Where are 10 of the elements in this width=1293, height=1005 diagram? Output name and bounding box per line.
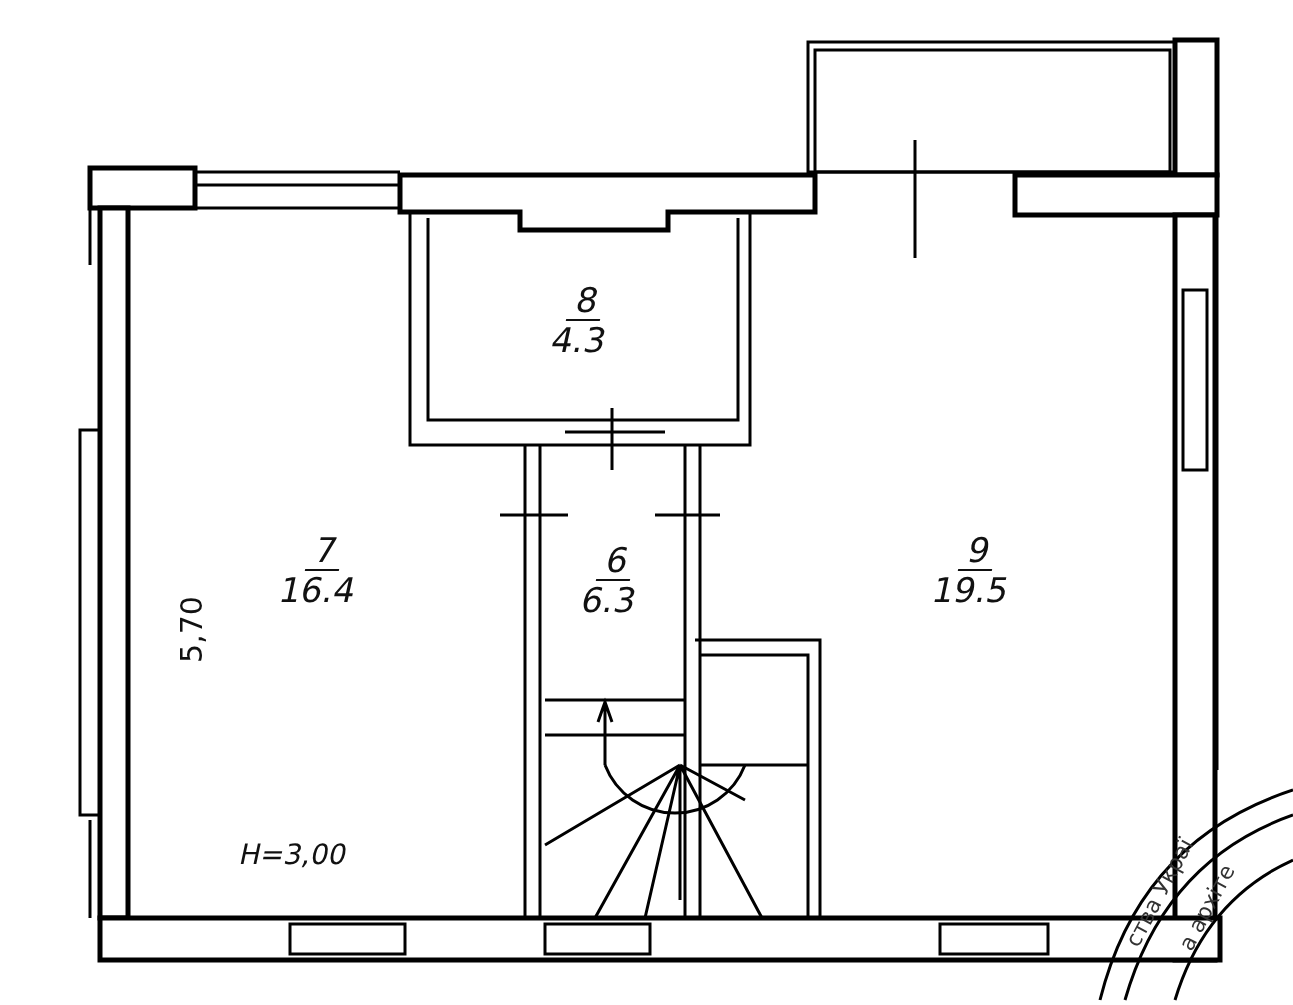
room-number: 8	[565, 281, 609, 321]
room-number: 9	[957, 531, 1001, 571]
room-number: 6	[595, 541, 639, 581]
room-area: 19.5	[922, 571, 1019, 609]
room-number: 7	[304, 531, 348, 571]
room-area: 16.4	[269, 571, 366, 609]
room-area: 4.3	[541, 321, 616, 359]
dimension-label: 5,70	[173, 596, 209, 663]
room-area: 6.3	[571, 581, 646, 619]
ceiling-height-label: H=3,00	[236, 838, 351, 871]
